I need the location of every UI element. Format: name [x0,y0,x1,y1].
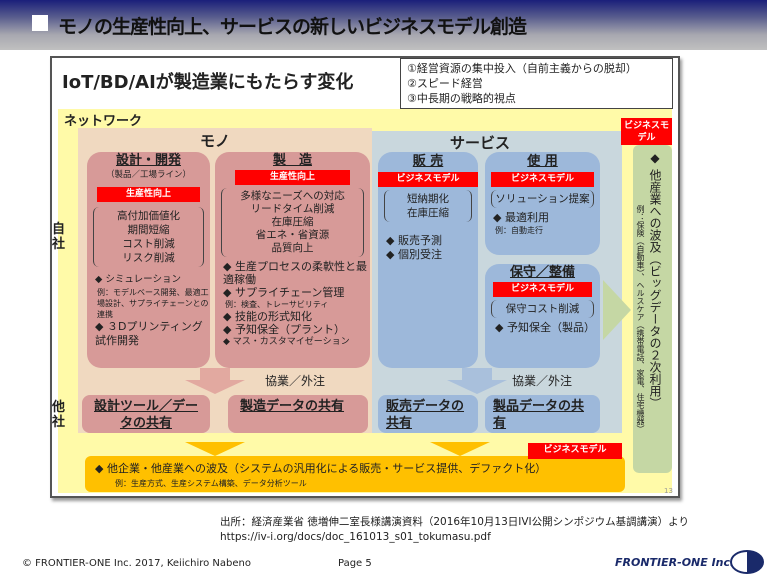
slide-page-number: 13 [664,487,673,495]
key-points-box: ①経営資源の集中投入（自前主義からの脱却） ②スピード経営 ③中長期の戦略的視点 [400,58,673,109]
bracket-item: 省エネ・省資源 [255,229,330,241]
shared-box: 製品データの共有 [485,395,600,433]
manufacturing-title: 製 造 [272,153,312,168]
business-model-badge: ビジネスモデル [621,118,672,145]
ripple-effect-bar: ◆ 他企業・他産業への波及（システムの汎用化による販売・サービス提供、デファクト… [85,456,625,492]
example-text: 例：保険（自動車）、ヘルスケア（携帯電話、家電、住宅機器） [636,205,645,433]
example-text: 例：モデルベース開発、最適工場設計、サプライチェーンとの連携 [97,288,209,319]
collab-label: 協業／外注 [512,374,573,388]
mono-heading: モノ [200,132,231,150]
other-industry-box: ◆ 他産業への波及（ビッグデータの２次利用） 例：保険（自動車）、ヘルスケア（携… [633,145,672,473]
company-logo-icon [730,550,764,574]
sales-bracket: 短納期化 在庫圧縮 [384,190,472,222]
business-model-badge: ビジネスモデル [528,443,622,459]
list-item: ◆ 販売予測 [386,234,442,247]
slide-title: IoT/BD/AIが製造業にもたらす変化 [62,72,354,93]
source-text: 出所：経済産業省 徳増伸二室長様講演資料（2016年10月13日IVI公開シンポ… [220,516,689,528]
list-item: ◆ ３Dプリンティング試作開発 [95,320,203,347]
down-arrow-icon [200,368,230,380]
maintenance-title: 保守／整備 [509,265,575,280]
down-arrow-icon [185,380,245,394]
bracket-item: ソリューション提案 [491,190,594,208]
copyright: © FRONTIER-ONE Inc. 2017, Keiichiro Nabe… [22,558,251,569]
list-item: ◆ サプライチェーン管理 [223,286,345,299]
list-item: ◆ 生産プロセスの柔軟性と最適稼働 [223,260,367,286]
point: ③中長期の戦略的視点 [407,92,516,105]
list-item: ◆ シミュレーション [95,274,181,285]
header-square-icon [32,15,48,31]
bracket-item: 期間短縮 [127,224,170,236]
header-bar [0,0,767,50]
productivity-badge: 生産性向上 [235,170,350,185]
service-heading: サービス [450,134,511,152]
design-title: 設計・開発 [115,153,181,168]
bracket-item: 多様なニーズへの対応 [240,190,345,202]
down-arrow-icon [185,442,245,456]
bracket-item: リスク削減 [122,252,175,264]
collab-label: 協業／外注 [265,374,326,388]
bracket-item: 高付加価値化 [117,210,180,222]
bracket-item: 保守コスト削減 [491,300,594,318]
design-box: 設計・開発 （製品／工場ライン） 生産性向上 高付加価値化 期間短縮 コスト削減… [87,152,210,368]
point: ②スピード経営 [407,77,483,90]
bracket-item: 在庫圧縮 [407,207,449,219]
example-text: 例：生産方式、生産システム構築、データ分析ツール [115,479,307,488]
example-text: 例：自動走行 [495,226,543,235]
right-arrow-icon [603,280,631,340]
business-model-badge: ビジネスモデル [378,172,478,187]
use-title: 使 用 [527,154,558,169]
design-bracket: 高付加価値化 期間短縮 コスト削減 リスク削減 [93,207,204,267]
bracket-item: 在庫圧縮 [271,216,314,228]
list-item: ◆ 個別受注 [386,248,442,261]
shared-box: 販売データの共有 [378,395,478,433]
manufacturing-bracket: 多様なニーズへの対応 リードタイム削減 在庫圧縮 省エネ・省資源 品質向上 [221,188,364,257]
page-title: モノの生産性向上、サービスの新しいビジネスモデル創造 [58,16,527,38]
business-model-badge: ビジネスモデル [491,172,594,187]
other-industry-text: ◆ 他産業への波及（ビッグデータの２次利用） [648,151,662,409]
bracket-item: 短納期化 [407,193,449,205]
list-item: ◆ 技能の形式知化 [223,310,312,323]
network-label: ネットワーク [64,114,143,129]
bracket-item: リードタイム削減 [250,203,335,215]
source-citation: 出所：経済産業省 徳増伸二室長様講演資料（2016年10月13日IVI公開シンポ… [220,515,689,545]
design-sub: （製品／工場ライン） [105,170,191,180]
bracket-item: コスト削減 [122,238,175,250]
sales-title: 販 売 [412,154,444,169]
list-item: ◆ マス・カスタマイゼーション [223,337,350,347]
sales-box: 販 売 ビジネスモデル 短納期化 在庫圧縮 ◆ 販売予測 ◆ 個別受注 [378,152,478,368]
down-arrow-icon [462,368,492,380]
list-item: ◆ 予知保全（製品） [495,321,595,334]
other-company-label: 他社 [52,400,66,430]
use-box: 使 用 ビジネスモデル ソリューション提案 ◆ 最適利用 例：自動走行 [485,152,600,255]
own-company-label: 自社 [52,222,66,252]
manufacturing-box: 製 造 生産性向上 多様なニーズへの対応 リードタイム削減 在庫圧縮 省エネ・省… [215,152,370,368]
source-url[interactable]: https://iv-i.org/docs/doc_161013_s01_tok… [220,531,491,543]
list-item: ◆ 最適利用 [493,211,549,224]
bracket-item: 品質向上 [271,242,314,254]
shared-box: 設計ツール／データの共有 [82,395,210,433]
shared-box: 製造データの共有 [228,395,368,433]
business-model-badge: ビジネスモデル [493,282,592,297]
ripple-effect-text: ◆ 他企業・他産業への波及（システムの汎用化による販売・サービス提供、デファクト… [95,462,547,475]
point: ①経営資源の集中投入（自前主義からの脱却） [407,62,637,75]
list-item: ◆ 予知保全（プラント） [223,323,345,336]
down-arrow-icon [447,380,507,394]
productivity-badge: 生産性向上 [97,187,200,202]
maintenance-box: 保守／整備 ビジネスモデル 保守コスト削減 ◆ 予知保全（製品） [485,264,600,368]
company-logo-text: FRONTIER-ONE Inc. [615,556,735,569]
example-text: 例：検査、トレーサビリティ [225,300,329,309]
page-number: Page 5 [338,558,372,569]
down-arrow-icon [430,442,490,456]
